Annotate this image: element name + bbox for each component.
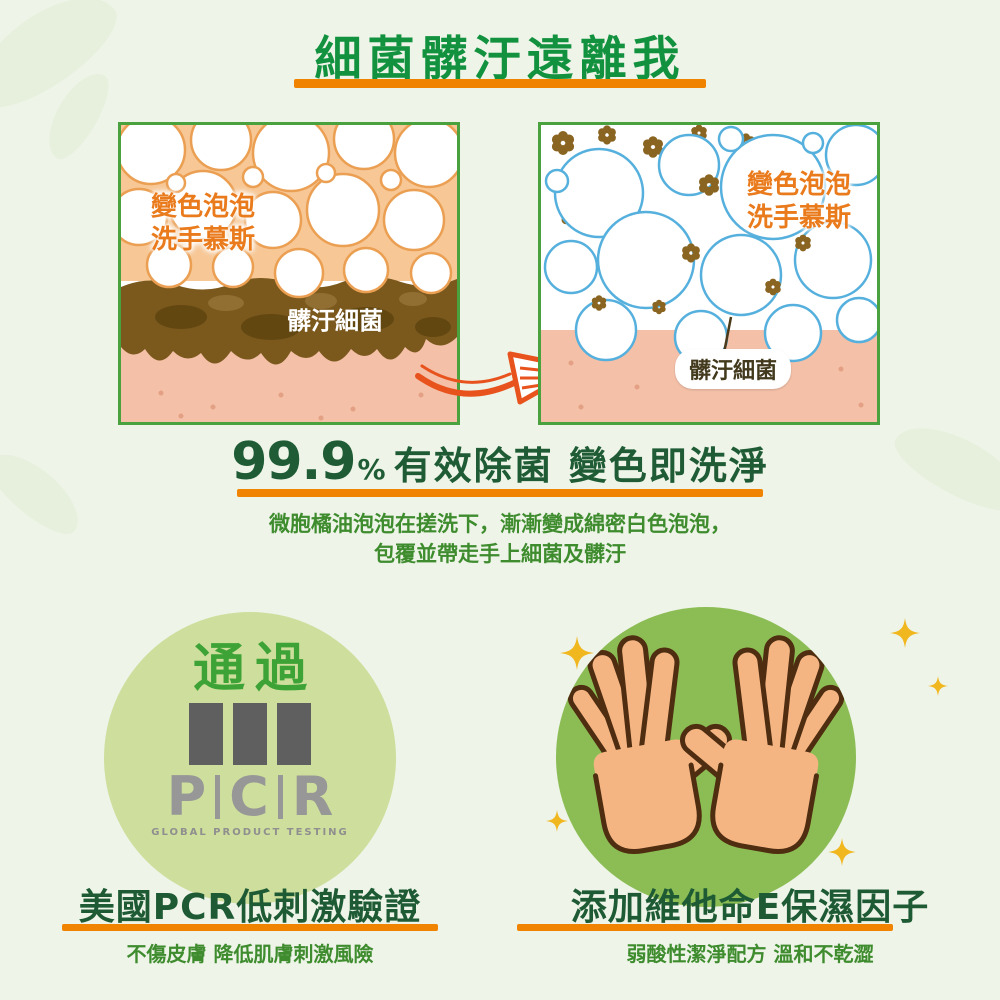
pcr-cert-underline bbox=[62, 924, 438, 931]
pcr-cert-subtext: 不傷皮膚 降低肌膚刺激風險 bbox=[126, 942, 374, 966]
product-label: 變色泡泡 洗手慕斯 bbox=[151, 191, 255, 257]
after-panel: 變色泡泡 洗手慕斯 髒汙細菌 bbox=[538, 122, 880, 425]
pcr-letter-c: C bbox=[229, 765, 269, 828]
vitamin-badge-circle bbox=[556, 607, 856, 907]
claim-underline bbox=[237, 489, 763, 497]
before-illustration bbox=[121, 125, 457, 422]
before-panel: 變色泡泡 洗手慕斯 髒汙細菌 bbox=[118, 122, 460, 425]
pcr-logo-letters: P C R bbox=[167, 770, 334, 824]
pcr-logo-tagline: GLOBAL PRODUCT TESTING bbox=[151, 827, 349, 838]
page-title: 細菌髒汙遠離我 bbox=[314, 32, 686, 87]
orange-bubbles bbox=[121, 125, 457, 299]
pcr-logo-bar bbox=[232, 703, 267, 765]
after-illustration bbox=[541, 125, 877, 422]
sparkle-icon bbox=[560, 636, 594, 670]
pcr-logo-bars bbox=[188, 703, 311, 765]
title-underline bbox=[294, 79, 706, 88]
hands-illustration bbox=[567, 635, 845, 854]
product-label-line1: 變色泡泡 bbox=[746, 170, 851, 200]
sparkle-icon bbox=[546, 810, 568, 832]
vitamin-cert-underline bbox=[517, 924, 893, 931]
label-pointer-line bbox=[722, 316, 733, 354]
sparkle-icon bbox=[828, 838, 856, 866]
claim-description-line1: 微胞橘油泡泡在搓洗下，漸漸變成綿密白色泡泡， bbox=[269, 512, 731, 536]
claim-percent-sign: % bbox=[357, 453, 386, 486]
product-label-line2: 洗手慕斯 bbox=[746, 203, 851, 233]
product-label: 變色泡泡 洗手慕斯 bbox=[747, 169, 851, 235]
dirt-label: 髒汙細菌 bbox=[675, 349, 792, 389]
claim-percent: 99.9 bbox=[231, 432, 356, 492]
sparkle-icon bbox=[890, 618, 920, 648]
claim-headline-text: 有效除菌 變色即洗淨 bbox=[393, 444, 769, 488]
pcr-logo-bar bbox=[276, 703, 311, 765]
pcr-letter-p: P bbox=[166, 765, 207, 828]
pcr-logo: P C R GLOBAL PRODUCT TESTING bbox=[151, 703, 349, 838]
pcr-cert-headline: 美國PCR低刺激驗證 bbox=[78, 887, 422, 928]
pcr-logo-bar bbox=[188, 703, 223, 765]
pcr-letter-r: R bbox=[291, 765, 334, 828]
pcr-letter-divider bbox=[277, 775, 283, 819]
sparkle-icon bbox=[928, 676, 948, 696]
pcr-pass-label: 通過 bbox=[192, 639, 317, 699]
claim-description-line2: 包覆並帶走手上細菌及髒汙 bbox=[374, 542, 626, 566]
pcr-letter-divider bbox=[215, 775, 221, 819]
pcr-badge-circle: 通過 P C R GLOBAL PRODUCT TESTING bbox=[104, 612, 396, 904]
vitamin-cert-headline: 添加維他命E保濕因子 bbox=[570, 887, 930, 928]
white-bubbles bbox=[543, 125, 877, 365]
product-label-line2: 洗手慕斯 bbox=[151, 225, 256, 255]
vitamin-cert-subtext: 弱酸性潔淨配方 溫和不乾澀 bbox=[626, 942, 874, 966]
claim-headline: 99.9 % 有效除菌 變色即洗淨 bbox=[0, 432, 1000, 492]
dirt-layer bbox=[121, 276, 457, 365]
dirt-label: 髒汙細菌 bbox=[287, 307, 383, 335]
product-label-line1: 變色泡泡 bbox=[151, 192, 256, 222]
